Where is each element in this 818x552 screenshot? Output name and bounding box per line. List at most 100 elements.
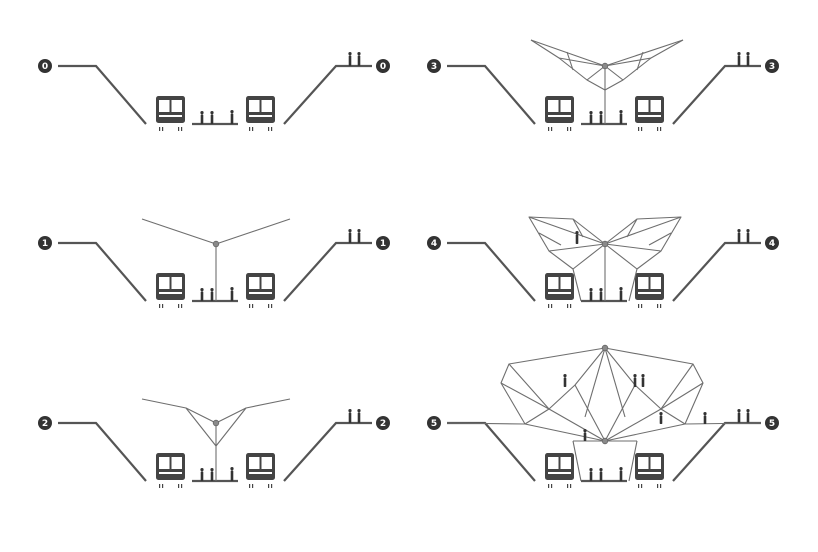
bus-window-left [548, 277, 559, 289]
frame-member [185, 407, 217, 447]
frame-member [604, 347, 704, 410]
frame-member [684, 422, 762, 425]
ground-profile-right [283, 241, 372, 302]
person-icon [746, 52, 750, 66]
bus-bumper [159, 115, 182, 117]
person-body [641, 377, 645, 387]
bus-window-right [560, 100, 571, 112]
person-head [230, 110, 234, 114]
bus-wheel [641, 484, 643, 488]
frame-member [660, 363, 694, 410]
bus-window-left [159, 457, 170, 469]
person-head [659, 412, 663, 416]
person-head [357, 409, 361, 413]
bus-wheel [252, 304, 254, 308]
frame-member [604, 39, 684, 91]
stage-number-badge-left: 0 [38, 59, 52, 73]
person-head [563, 374, 567, 378]
person-body [589, 291, 593, 301]
person-body [659, 415, 663, 424]
bus-wheel [548, 304, 550, 308]
frame-member [141, 218, 217, 245]
bus-icon [246, 273, 275, 308]
person-icon [200, 468, 204, 481]
frame-member [604, 57, 652, 67]
bus-window-left [548, 100, 559, 112]
stage-number: 2 [380, 419, 386, 429]
bus-wheel [181, 127, 183, 131]
bus-icon [156, 96, 185, 131]
bus-wheel [159, 127, 161, 131]
frame-member [528, 216, 606, 245]
bus-bumper [638, 292, 661, 294]
badge-circle [427, 59, 441, 73]
frame-member [648, 232, 672, 246]
frame-member [626, 218, 638, 238]
person-body [703, 415, 707, 424]
bus-bumper [548, 292, 571, 294]
frame-member [584, 347, 606, 418]
frame-member [586, 65, 606, 81]
bus-wheel [548, 127, 550, 131]
person-body [589, 471, 593, 481]
joint-node-icon [601, 240, 609, 248]
badge-circle [38, 416, 52, 430]
bus-wheel [660, 304, 662, 308]
person-icon [659, 412, 663, 424]
ground-profile-left [447, 421, 536, 482]
bus-bumper [159, 472, 182, 474]
bus-icon [246, 453, 275, 488]
person-icon [703, 412, 707, 424]
person-icon [746, 229, 750, 243]
person-head [210, 468, 214, 472]
bus-wheel [249, 484, 251, 488]
person-head [633, 374, 637, 378]
person-icon [746, 409, 750, 423]
person-body [633, 377, 637, 387]
badge-circle [427, 236, 441, 250]
bus-wheel [249, 127, 251, 131]
stage-number-badge-right: 2 [376, 416, 390, 430]
bus-wheel [641, 304, 643, 308]
frame-member [548, 408, 606, 442]
bus-window-left [249, 457, 260, 469]
frame-member [530, 39, 606, 91]
bus-wheel [551, 127, 553, 131]
person-body [357, 55, 361, 66]
person-body [737, 412, 741, 423]
bus-window-left [159, 277, 170, 289]
person-icon [619, 287, 623, 301]
bus-wheel [271, 484, 273, 488]
person-icon [210, 468, 214, 481]
ground-profile-right [672, 241, 761, 302]
person-head [746, 52, 750, 56]
bus-wheel [178, 484, 180, 488]
bus-bumper [249, 115, 272, 117]
frame-member [548, 243, 606, 252]
person-head [619, 467, 623, 471]
person-head [348, 229, 352, 233]
person-head [746, 229, 750, 233]
bus-icon [545, 453, 574, 488]
frame-member [572, 440, 582, 482]
person-head [348, 52, 352, 56]
bus-wheel [567, 304, 569, 308]
bus-wheel [660, 127, 662, 131]
bus-wheel [271, 304, 273, 308]
bus-wheel [548, 484, 550, 488]
badge-circle [427, 416, 441, 430]
bus-window-left [159, 100, 170, 112]
bus-icon [156, 273, 185, 308]
person-body [737, 232, 741, 243]
person-body [357, 232, 361, 243]
person-head [589, 111, 593, 115]
person-head [589, 468, 593, 472]
bus-wheel [551, 304, 553, 308]
bus-wheel [657, 127, 659, 131]
person-body [200, 471, 204, 481]
bus-bumper [638, 115, 661, 117]
person-icon [210, 111, 214, 124]
person-head [357, 52, 361, 56]
person-icon [348, 229, 352, 243]
